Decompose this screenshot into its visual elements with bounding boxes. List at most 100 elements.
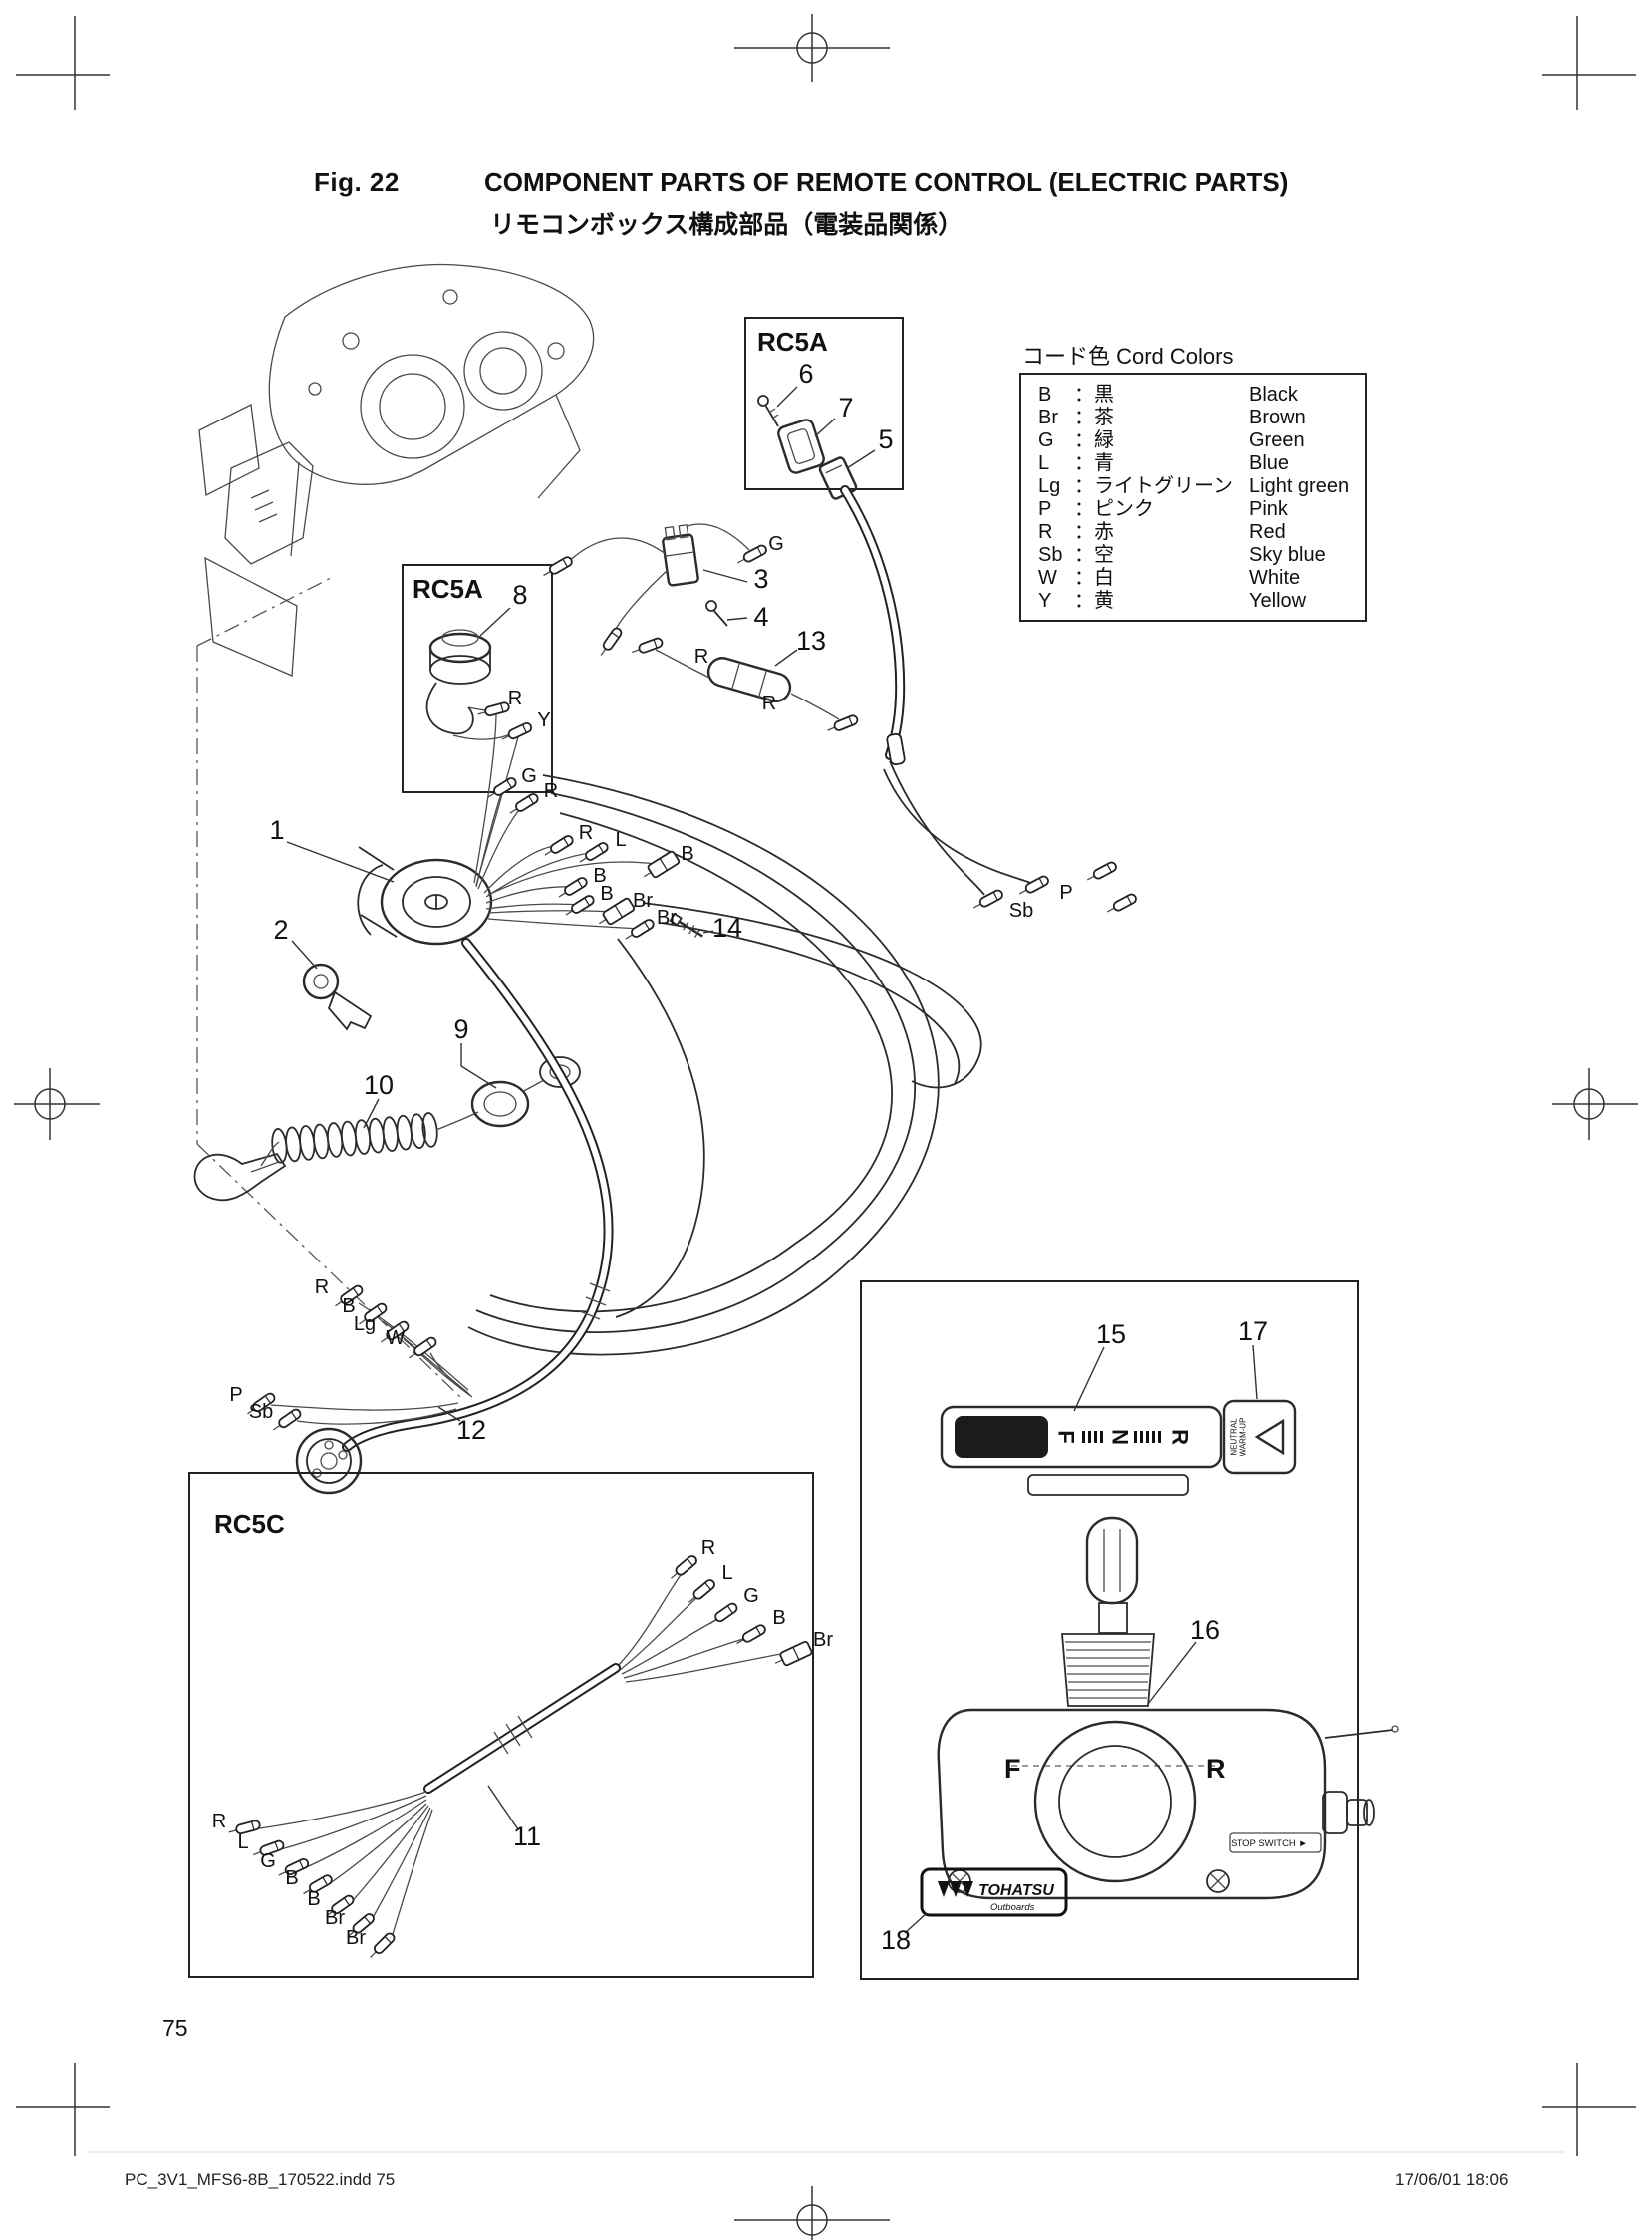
fuse-holder: [655, 649, 840, 720]
lanyard-clip: [193, 1152, 287, 1202]
footer-timestamp: 17/06/01 18:06: [1395, 2170, 1509, 2189]
part-number-18: 18: [881, 1925, 911, 1955]
wire-labels: G R Y G R R L B B B Br Br R R Sb P R B L…: [212, 533, 1073, 1949]
stop-switch-plate: [260, 1056, 581, 1167]
part-number-14: 14: [712, 913, 742, 943]
part-number-17: 17: [1239, 1316, 1268, 1346]
legend-en: Blue: [1249, 452, 1290, 474]
control-body: F R STOP SWITCH ►: [937, 1708, 1399, 1900]
legend-code: B: [1038, 384, 1052, 406]
control-lever: [1061, 1516, 1155, 1707]
legend-jp: ：黄: [1074, 590, 1114, 612]
wire-label-br: Br: [325, 1907, 345, 1929]
tohatsu-logo-icon: [938, 1881, 973, 1897]
part-number-12: 12: [456, 1415, 486, 1445]
part-number-16: 16: [1190, 1615, 1220, 1645]
wire-label-r: R: [544, 780, 558, 802]
wire-label-g: G: [260, 1850, 276, 1872]
legend-code: Y: [1038, 590, 1052, 612]
wire-label-r: R: [508, 688, 522, 709]
neutral-warmup-plate: NEUTRAL WARM-UP: [1222, 1399, 1297, 1475]
rc5c-box: RC5C: [188, 1472, 814, 1978]
legend-code: G: [1038, 429, 1054, 451]
brand-label: TOHATSU: [978, 1882, 1054, 1899]
part-number-6: 6: [798, 359, 813, 389]
triangle-icon: [1254, 1418, 1285, 1456]
wire-label-l: L: [615, 829, 626, 851]
legend-jp: ：赤: [1074, 521, 1114, 543]
wire-label-br: Br: [813, 1629, 833, 1651]
legend-code: Lg: [1038, 475, 1061, 497]
wire-label-b: B: [772, 1607, 785, 1629]
wire-label-g: G: [768, 533, 784, 555]
wire-label-br: Br: [657, 907, 677, 929]
shift-indicator: F N R: [940, 1405, 1223, 1469]
wire-label-r: R: [701, 1538, 715, 1559]
wire-label-b: B: [342, 1295, 355, 1317]
wire-label-r: R: [762, 693, 776, 714]
legend-en: Black: [1249, 384, 1298, 406]
legend-en: Yellow: [1249, 590, 1307, 612]
body-f-label: F: [1004, 1754, 1021, 1784]
legend-en: Red: [1249, 521, 1286, 543]
screw-icon: [1206, 1869, 1230, 1893]
legend-jp: ：ピンク: [1074, 498, 1154, 520]
wire-label-g: G: [743, 1585, 759, 1607]
wire-label-r: R: [694, 646, 708, 668]
part-number-11: 11: [513, 1821, 541, 1851]
legend-code: W: [1038, 567, 1057, 589]
legend-en: Light green: [1249, 475, 1350, 497]
screw-item14: [669, 912, 703, 938]
shift-f-label: F: [1054, 1430, 1079, 1443]
wire-label-lg: Lg: [354, 1313, 376, 1335]
connector-item3: [565, 523, 750, 637]
legend-jp: ：緑: [1074, 429, 1114, 451]
wire-label-r: R: [315, 1276, 329, 1298]
brand-plate: TOHATSU Outboards: [920, 1867, 1068, 1917]
legend-code: L: [1038, 452, 1050, 474]
indicator-tray: [1027, 1474, 1189, 1496]
wire-label-b: B: [593, 865, 606, 887]
figure-number: Fig. 22: [314, 167, 400, 197]
legend-row: G ：緑 Green: [1038, 429, 1365, 452]
page-title-jp: リモコンボックス構成部品（電装品関係）: [490, 211, 964, 239]
wire-label-br: Br: [633, 890, 653, 912]
rc5c-label: RC5C: [214, 1509, 285, 1539]
wire-label-sb: Sb: [1009, 900, 1033, 922]
legend-en: Brown: [1249, 407, 1306, 428]
legend-jp: ：茶: [1074, 407, 1114, 428]
footer-filename: PC_3V1_MFS6-8B_170522.indd 75: [125, 2170, 396, 2189]
part-number-5: 5: [878, 424, 893, 454]
key: [302, 963, 373, 1031]
part-number-1: 1: [269, 815, 284, 845]
wire-label-sb: Sb: [249, 1401, 273, 1423]
brand-sub-label: Outboards: [990, 1902, 1035, 1913]
legend-row: Lg ：ライトグリーン Light green: [1038, 475, 1365, 498]
legend-code: Br: [1038, 407, 1058, 428]
page-number: 75: [162, 2015, 188, 2041]
control-box-housing: [198, 263, 595, 677]
part-number-9: 9: [453, 1014, 468, 1044]
body-r-label: R: [1206, 1754, 1226, 1784]
part-number-3: 3: [753, 564, 768, 594]
legend-en: Pink: [1249, 498, 1288, 520]
rc5a-top-label: RC5A: [757, 327, 828, 357]
part-numbers: 1 2 3 4 5 6 7 8 9 10 11 12 13 14 15 16 1…: [269, 359, 1268, 1955]
wire-label-r: R: [212, 1811, 226, 1832]
rc5a-top-box: RC5A: [744, 317, 906, 766]
neutral-label-line2: WARM-UP: [1239, 1418, 1248, 1457]
part-number-2: 2: [273, 915, 288, 945]
shift-n-label: N: [1108, 1429, 1133, 1445]
wire-label-l: L: [237, 1831, 248, 1853]
part-number-13: 13: [796, 626, 826, 656]
legend-jp: ：ライトグリーン: [1074, 475, 1233, 497]
legend-en: Green: [1249, 429, 1305, 451]
wire-label-y: Y: [537, 709, 550, 731]
